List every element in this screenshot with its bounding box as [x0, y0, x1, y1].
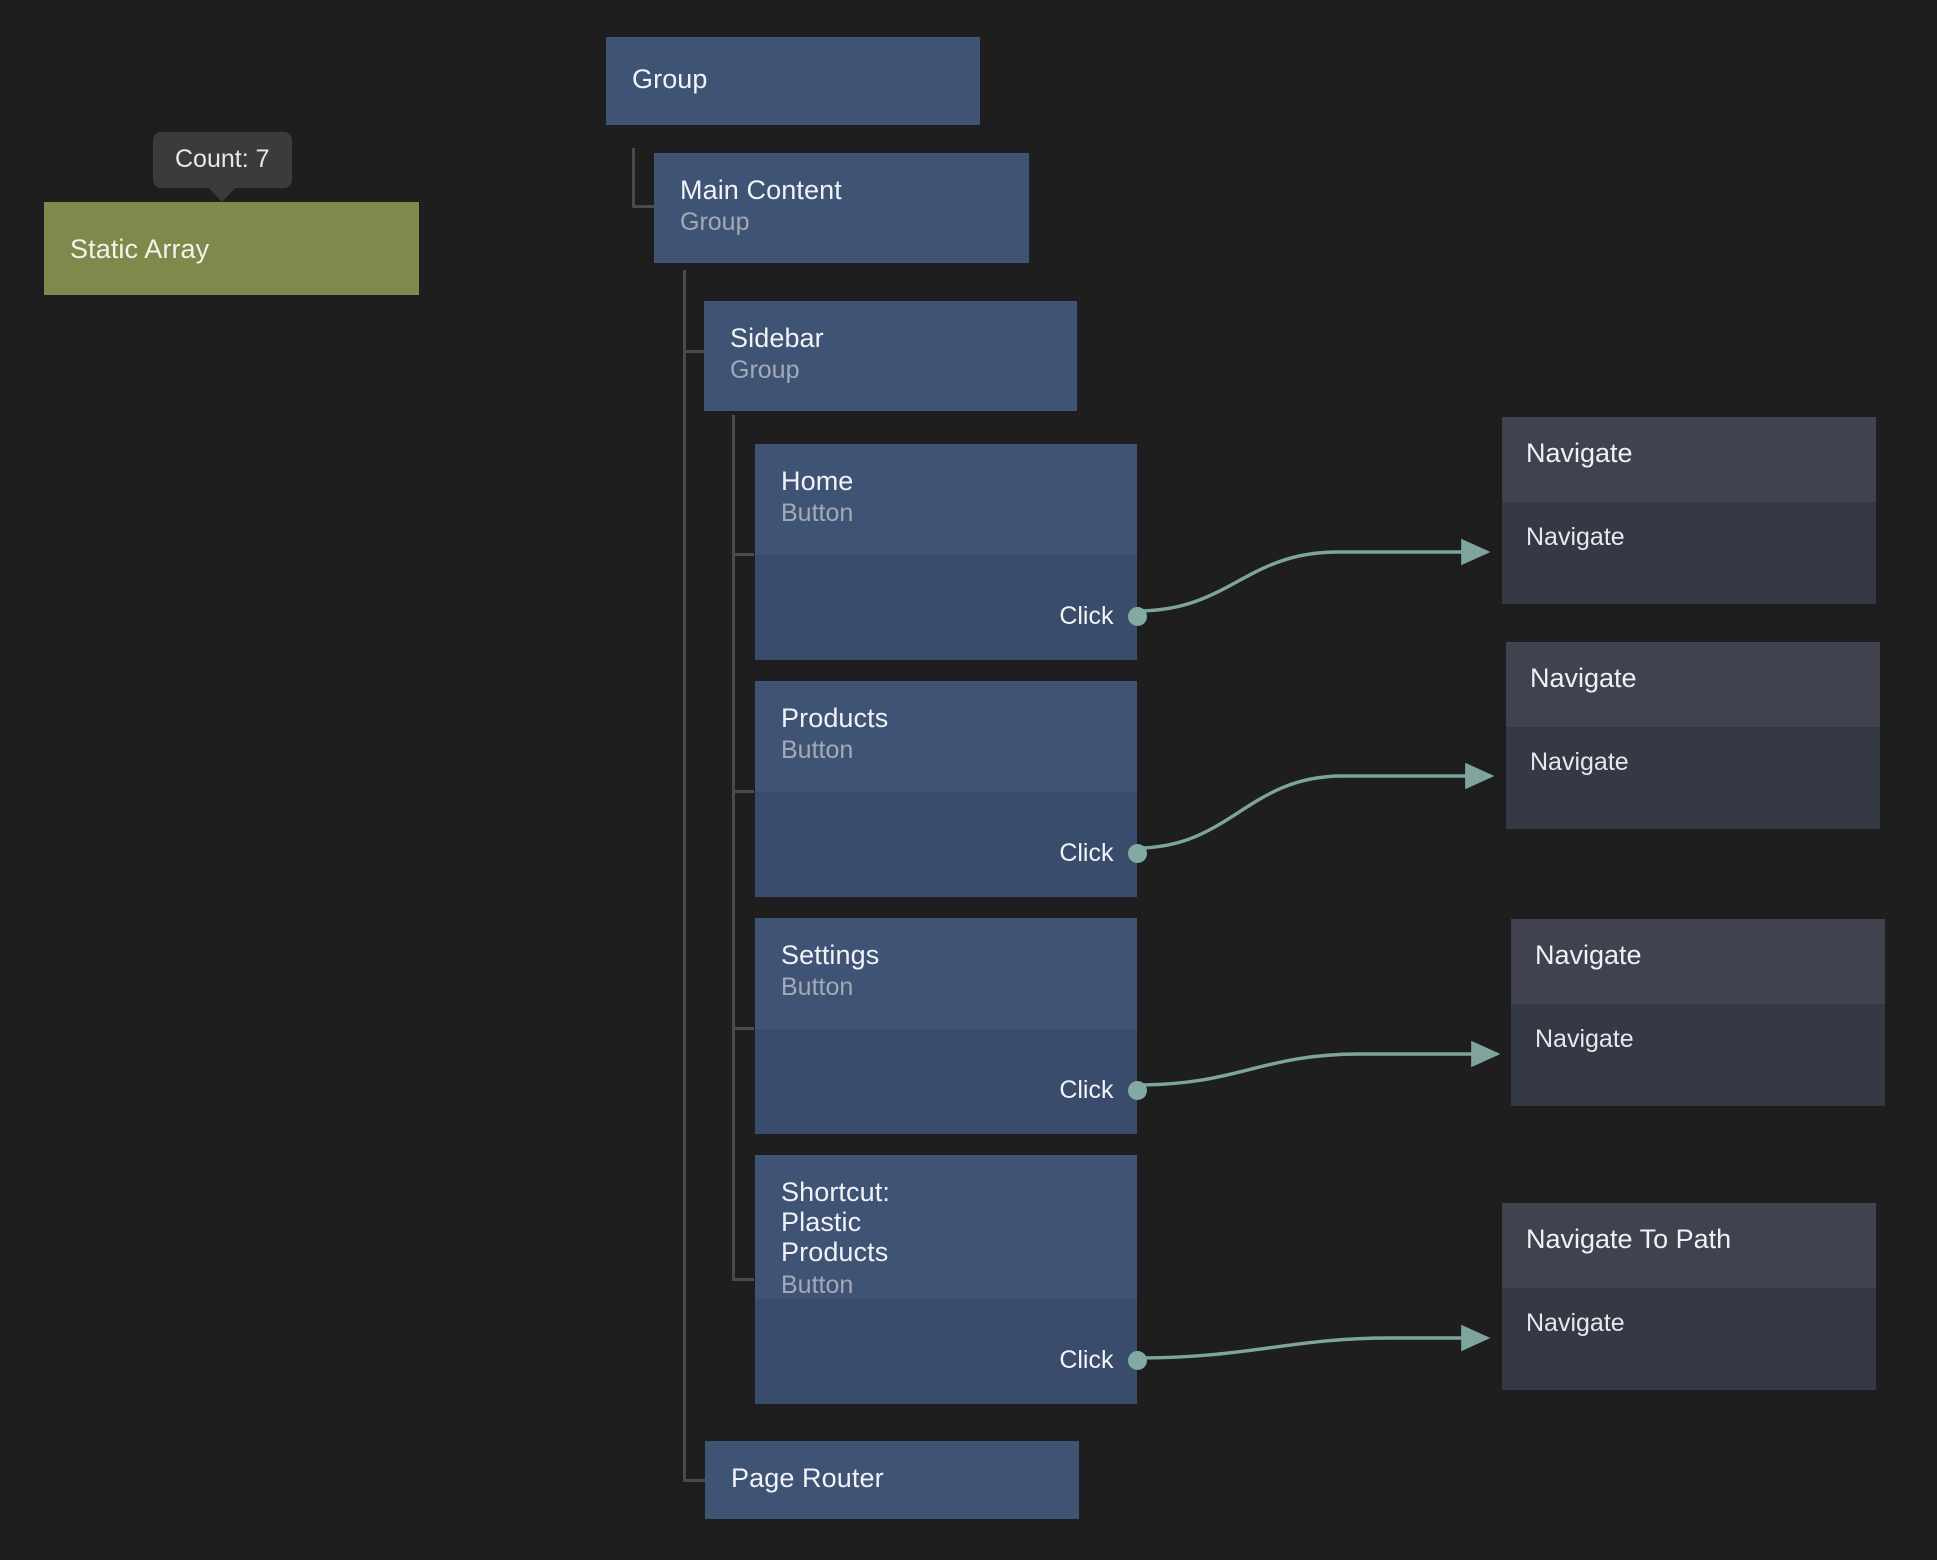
- settings-button-body: Click: [755, 1029, 1147, 1134]
- main-content-node-header: Main Content Group: [654, 153, 1029, 263]
- settings-button-node[interactable]: Settings Button Click: [755, 918, 1147, 1134]
- sidebar-node[interactable]: Sidebar Group: [704, 301, 1077, 411]
- products-click-port[interactable]: Click: [1059, 839, 1147, 868]
- action-node-navigate-to-path[interactable]: Navigate To Path Navigate: [1502, 1203, 1876, 1390]
- shortcut-click-port-dot[interactable]: [1127, 1351, 1147, 1370]
- products-button-title: Products: [781, 703, 889, 733]
- shortcut-click-port[interactable]: Click: [1059, 1346, 1147, 1375]
- edge-settings-click-to-navigate: [1136, 1040, 1501, 1087]
- settings-click-port-label: Click: [1059, 1076, 1114, 1104]
- group-node-header: Group: [606, 37, 980, 125]
- main-content-node[interactable]: Main Content Group: [654, 153, 1029, 263]
- action-node-navigate-2-input-row[interactable]: Navigate: [1506, 727, 1880, 829]
- page-router-node[interactable]: Page Router: [705, 1441, 1079, 1519]
- action-node-navigate-1-title: Navigate: [1526, 438, 1633, 468]
- action-node-navigate-to-path-input-row[interactable]: Navigate: [1502, 1288, 1876, 1390]
- home-click-port[interactable]: Click: [1059, 602, 1147, 631]
- tree-line-sidebar-children-vertical: [732, 415, 735, 1281]
- shortcut-button-header: Shortcut: Plastic Products Button: [755, 1155, 990, 1299]
- count-tooltip-label: Count: 7: [175, 145, 270, 173]
- home-button-node[interactable]: Home Button Click: [755, 444, 1147, 660]
- settings-click-port[interactable]: Click: [1059, 1076, 1147, 1105]
- settings-button-title: Settings: [781, 940, 880, 970]
- action-node-navigate-3-header: Navigate: [1511, 919, 1885, 1004]
- sidebar-node-subtitle: Group: [730, 356, 800, 385]
- tree-line-settings-elbow: [732, 1027, 754, 1030]
- action-node-navigate-1-input-label: Navigate: [1526, 523, 1625, 551]
- tree-line-sidebar-elbow: [683, 350, 705, 353]
- home-button-subtitle: Button: [781, 499, 854, 528]
- shortcut-button-node[interactable]: Shortcut: Plastic Products Button Click: [755, 1155, 1147, 1404]
- products-button-subtitle: Button: [781, 736, 854, 765]
- edge-shortcut-click-to-navigate-to-path: [1136, 1324, 1491, 1360]
- tree-line-page-router-elbow: [683, 1479, 705, 1482]
- count-tooltip: Count: 7: [153, 132, 292, 202]
- action-node-navigate-3-input-row[interactable]: Navigate: [1511, 1004, 1885, 1106]
- products-button-header: Products Button: [755, 681, 1137, 792]
- action-node-navigate-2[interactable]: Navigate Navigate: [1506, 642, 1880, 829]
- shortcut-click-port-label: Click: [1059, 1346, 1114, 1374]
- static-array-node[interactable]: Static Array: [44, 202, 419, 295]
- settings-button-subtitle: Button: [781, 973, 854, 1002]
- action-node-navigate-to-path-input-label: Navigate: [1526, 1309, 1625, 1337]
- action-node-navigate-to-path-title: Navigate To Path: [1526, 1224, 1732, 1254]
- main-content-node-title: Main Content: [680, 175, 842, 205]
- tree-line-main-content-vertical: [683, 270, 686, 1482]
- action-node-navigate-1-input-row[interactable]: Navigate: [1502, 502, 1876, 604]
- action-node-navigate-1-header: Navigate: [1502, 417, 1876, 502]
- sidebar-node-header: Sidebar Group: [704, 301, 1077, 411]
- products-button-node[interactable]: Products Button Click: [755, 681, 1147, 897]
- shortcut-button-body: Click: [755, 1299, 1147, 1404]
- products-button-body: Click: [755, 792, 1147, 897]
- shortcut-button-title: Shortcut: Plastic Products: [781, 1177, 890, 1268]
- home-click-port-label: Click: [1059, 602, 1114, 630]
- products-click-port-dot[interactable]: [1127, 844, 1147, 863]
- group-node[interactable]: Group: [606, 37, 980, 125]
- action-node-navigate-3-input-label: Navigate: [1535, 1025, 1634, 1053]
- action-node-navigate-to-path-header: Navigate To Path: [1502, 1203, 1876, 1288]
- home-button-header: Home Button: [755, 444, 1137, 555]
- page-router-header: Page Router: [705, 1441, 1079, 1519]
- action-node-navigate-2-title: Navigate: [1530, 663, 1637, 693]
- home-button-body: Click: [755, 555, 1147, 660]
- sidebar-node-title: Sidebar: [730, 323, 824, 353]
- tree-line-shortcut-elbow: [732, 1278, 754, 1281]
- action-node-navigate-2-header: Navigate: [1506, 642, 1880, 727]
- tooltip-arrow-icon: [208, 187, 237, 202]
- edge-products-click-to-navigate: [1136, 762, 1495, 850]
- action-node-navigate-1[interactable]: Navigate Navigate: [1502, 417, 1876, 604]
- home-button-title: Home: [781, 466, 854, 496]
- shortcut-button-header-fill: [990, 1155, 1137, 1299]
- edge-home-click-to-navigate: [1136, 538, 1491, 613]
- action-node-navigate-2-input-label: Navigate: [1530, 748, 1629, 776]
- tree-line-products-elbow: [732, 790, 754, 793]
- action-node-navigate-3-title: Navigate: [1535, 940, 1642, 970]
- action-node-navigate-3[interactable]: Navigate Navigate: [1511, 919, 1885, 1106]
- home-click-port-dot[interactable]: [1127, 607, 1147, 626]
- group-node-title: Group: [632, 64, 708, 94]
- tree-line-home-elbow: [732, 553, 754, 556]
- tree-line-group-elbow: [632, 205, 654, 208]
- page-router-title: Page Router: [731, 1463, 884, 1493]
- settings-button-header: Settings Button: [755, 918, 1137, 1029]
- settings-click-port-dot[interactable]: [1127, 1081, 1147, 1100]
- static-array-title: Static Array: [70, 234, 210, 264]
- shortcut-button-subtitle: Button: [781, 1270, 854, 1299]
- main-content-node-subtitle: Group: [680, 208, 750, 237]
- tree-line-group-vertical: [632, 148, 635, 208]
- products-click-port-label: Click: [1059, 839, 1114, 867]
